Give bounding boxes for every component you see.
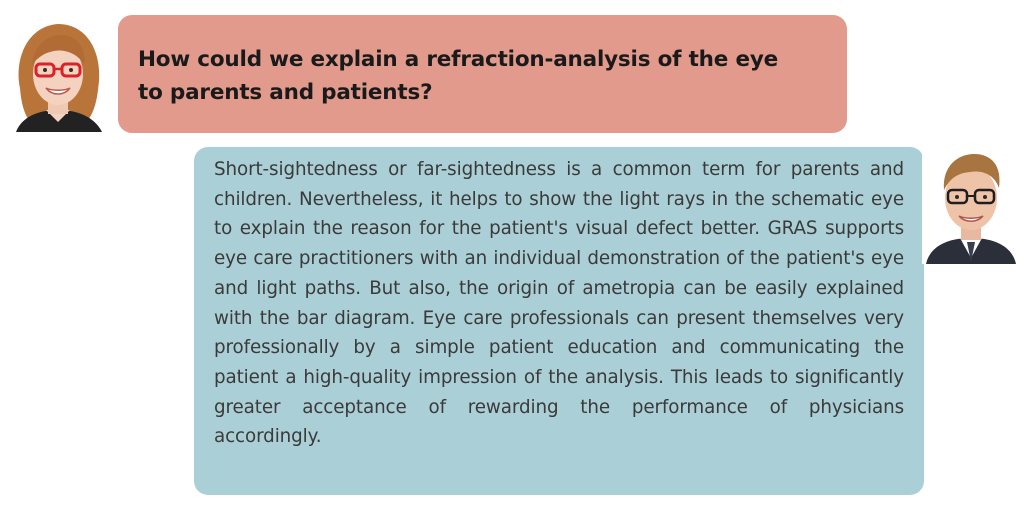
man-with-glasses-avatar-icon — [922, 146, 1020, 264]
question-text: How could we explain a refraction-analys… — [138, 47, 779, 105]
question-bubble: How could we explain a refraction-analys… — [118, 15, 847, 133]
questioner-avatar — [6, 18, 110, 132]
woman-with-red-glasses-avatar-icon — [6, 18, 110, 132]
answer-text: Short-sightedness or far-sightedness is … — [214, 159, 904, 448]
answer-bubble: Short-sightedness or far-sightedness is … — [194, 147, 924, 495]
answerer-avatar — [922, 146, 1020, 264]
